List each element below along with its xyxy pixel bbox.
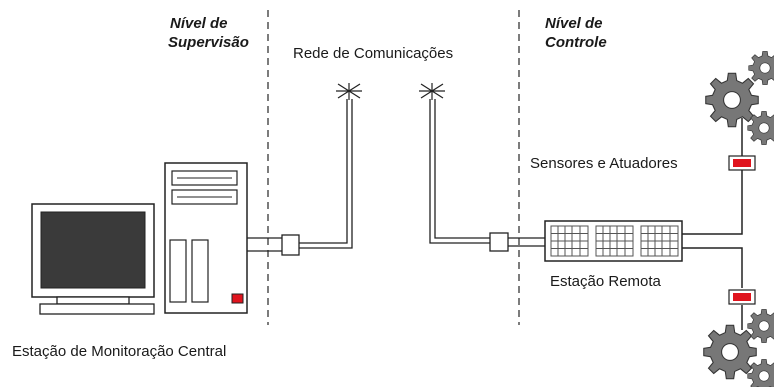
computer-tower-icon [164, 162, 248, 314]
control-level-line1: Nível de [545, 15, 603, 32]
remote-station-icon [544, 220, 683, 262]
computer-monitor-icon [31, 203, 155, 315]
supervision-level-line1: Nível de [170, 15, 228, 32]
control-level-heading: Nível de Controle [545, 14, 607, 52]
antenna-icon [336, 83, 362, 100]
central-station-label: Estação de Monitoração Central [12, 343, 227, 360]
power-led-icon [231, 293, 244, 304]
actuator-wiring [682, 118, 743, 330]
control-level-line2: Controle [545, 34, 607, 51]
gear-icon [705, 51, 774, 145]
right-network-cable [429, 99, 545, 252]
sensors-actuators-label: Sensores e Atuadores [530, 155, 678, 172]
gear-icon [703, 309, 774, 387]
network-label: Rede de Comunicações [293, 45, 454, 62]
supervision-level-heading: Nível de Supervisão [168, 14, 249, 52]
supervision-level-line2: Supervisão [168, 34, 249, 51]
antenna-icon [419, 83, 445, 100]
left-network-cable [247, 99, 353, 256]
remote-station-label: Estação Remota [550, 273, 661, 290]
